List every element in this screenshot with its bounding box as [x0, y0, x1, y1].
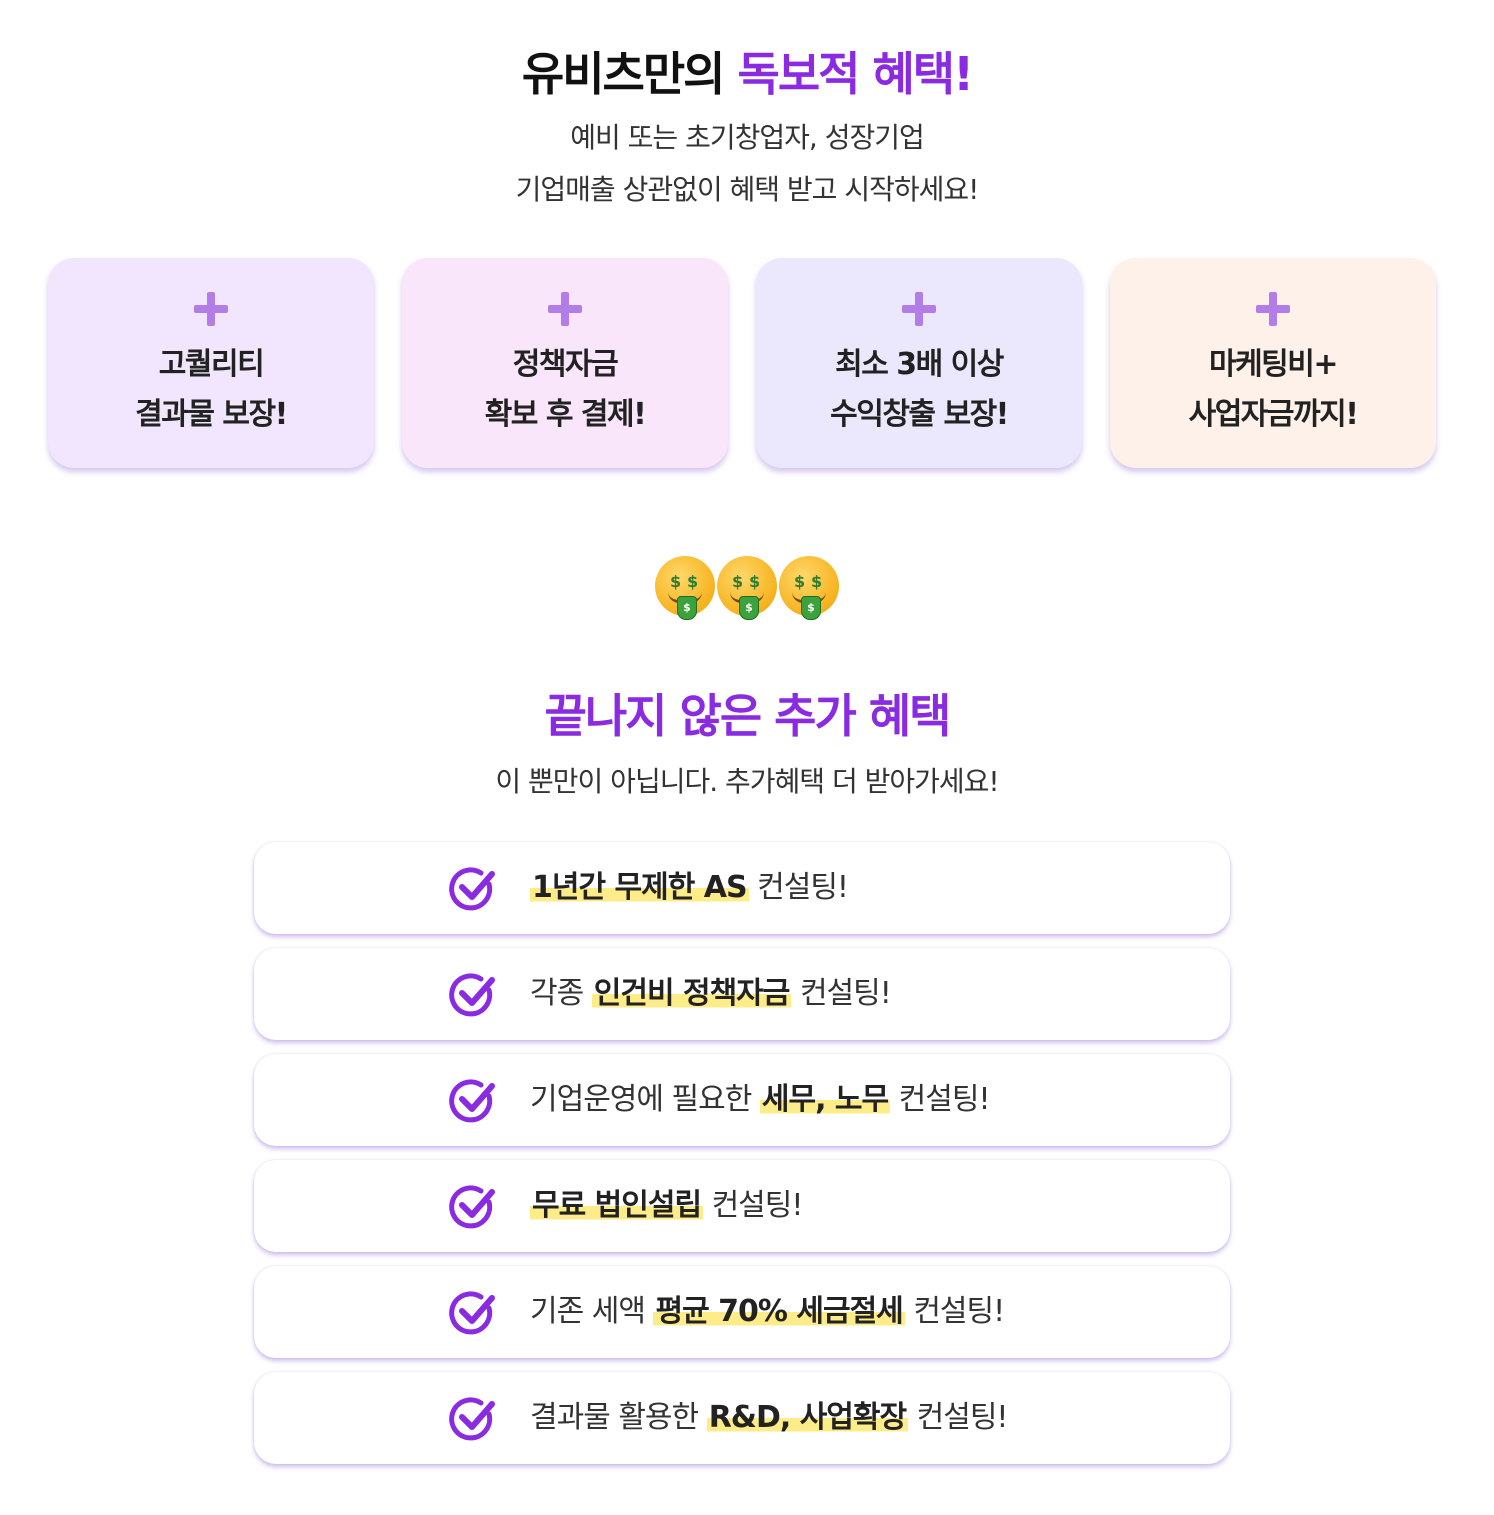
benefit-card-revenue: 최소 3배 이상 수익창출 보장! — [756, 258, 1082, 468]
card-line-1: 정책자금 — [512, 347, 619, 382]
highlight-text: 인건비 정책자금 — [591, 976, 792, 1011]
list-item: 기존 세액 평균 70% 세금절세 컨설팅! — [254, 1266, 1230, 1358]
money-mouth-face-icon: $$ $ — [779, 556, 839, 620]
benefit-cards: 고퀄리티 결과물 보장! 정책자금 확보 후 결제! 최소 3배 이상 수익창출… — [0, 258, 1494, 472]
benefit-card-marketing: 마케팅비+ 사업자금까지! — [1110, 258, 1436, 468]
list-item: 결과물 활용한 R&D, 사업확장 컨설팅! — [254, 1372, 1230, 1464]
list-item: 각종 인건비 정책자금 컨설팅! — [254, 948, 1230, 1040]
page-subtitle: 예비 또는 초기창업자, 성장기업 기업매출 상관없이 혜택 받고 시작하세요! — [0, 112, 1494, 216]
card-line-2: 결과물 보장! — [135, 397, 288, 432]
title-plain: 유비츠만의 — [521, 47, 726, 101]
card-line-2: 사업자금까지! — [1188, 397, 1359, 432]
check-circle-icon — [449, 1185, 495, 1229]
check-circle-icon — [449, 973, 495, 1017]
plus-icon — [1110, 290, 1436, 328]
check-circle-icon — [449, 867, 495, 911]
card-line-1: 마케팅비+ — [1208, 347, 1339, 382]
emoji-row: $$ $ $$ $ $$ $ — [0, 556, 1494, 624]
list-item: 1년간 무제한 AS 컨설팅! — [254, 842, 1230, 934]
list-item: 기업운영에 필요한 세무, 노무 컨설팅! — [254, 1054, 1230, 1146]
extra-benefits-subtitle: 이 뿐만이 아닙니다. 추가혜택 더 받아가세요! — [495, 765, 999, 798]
list-item: 무료 법인설립 컨설팅! — [254, 1160, 1230, 1252]
money-mouth-face-icon: $$ $ — [717, 556, 777, 620]
highlight-text: 무료 법인설립 — [530, 1188, 704, 1223]
plus-icon — [48, 290, 374, 328]
highlight-text: 평균 70% 세금절세 — [653, 1294, 905, 1329]
check-circle-icon — [449, 1079, 495, 1123]
subtitle-line-2: 기업매출 상관없이 혜택 받고 시작하세요! — [515, 173, 980, 206]
check-circle-icon — [449, 1397, 495, 1441]
highlight-text: R&D, 사업확장 — [706, 1400, 909, 1435]
subtitle-line-1: 예비 또는 초기창업자, 성장기업 — [570, 121, 924, 154]
highlight-text: 1년간 무제한 AS — [530, 870, 749, 905]
card-line-1: 고퀄리티 — [158, 347, 265, 382]
card-line-2: 확보 후 결제! — [484, 397, 647, 432]
title-accent: 독보적 혜택! — [737, 47, 975, 101]
plus-icon — [402, 290, 728, 328]
extra-benefits-title: 끝나지 않은 추가 혜택 — [544, 689, 952, 743]
highlight-text: 세무, 노무 — [759, 1082, 891, 1117]
page-title: 유비츠만의 독보적 혜택! — [0, 38, 1494, 104]
benefit-card-quality: 고퀄리티 결과물 보장! — [48, 258, 374, 468]
check-circle-icon — [449, 1291, 495, 1335]
benefit-card-policy-fund: 정책자금 확보 후 결제! — [402, 258, 728, 468]
money-mouth-face-icon: $$ $ — [655, 556, 715, 620]
plus-icon — [756, 290, 1082, 328]
card-line-2: 수익창출 보장! — [830, 397, 1009, 432]
card-line-1: 최소 3배 이상 — [835, 347, 1004, 382]
